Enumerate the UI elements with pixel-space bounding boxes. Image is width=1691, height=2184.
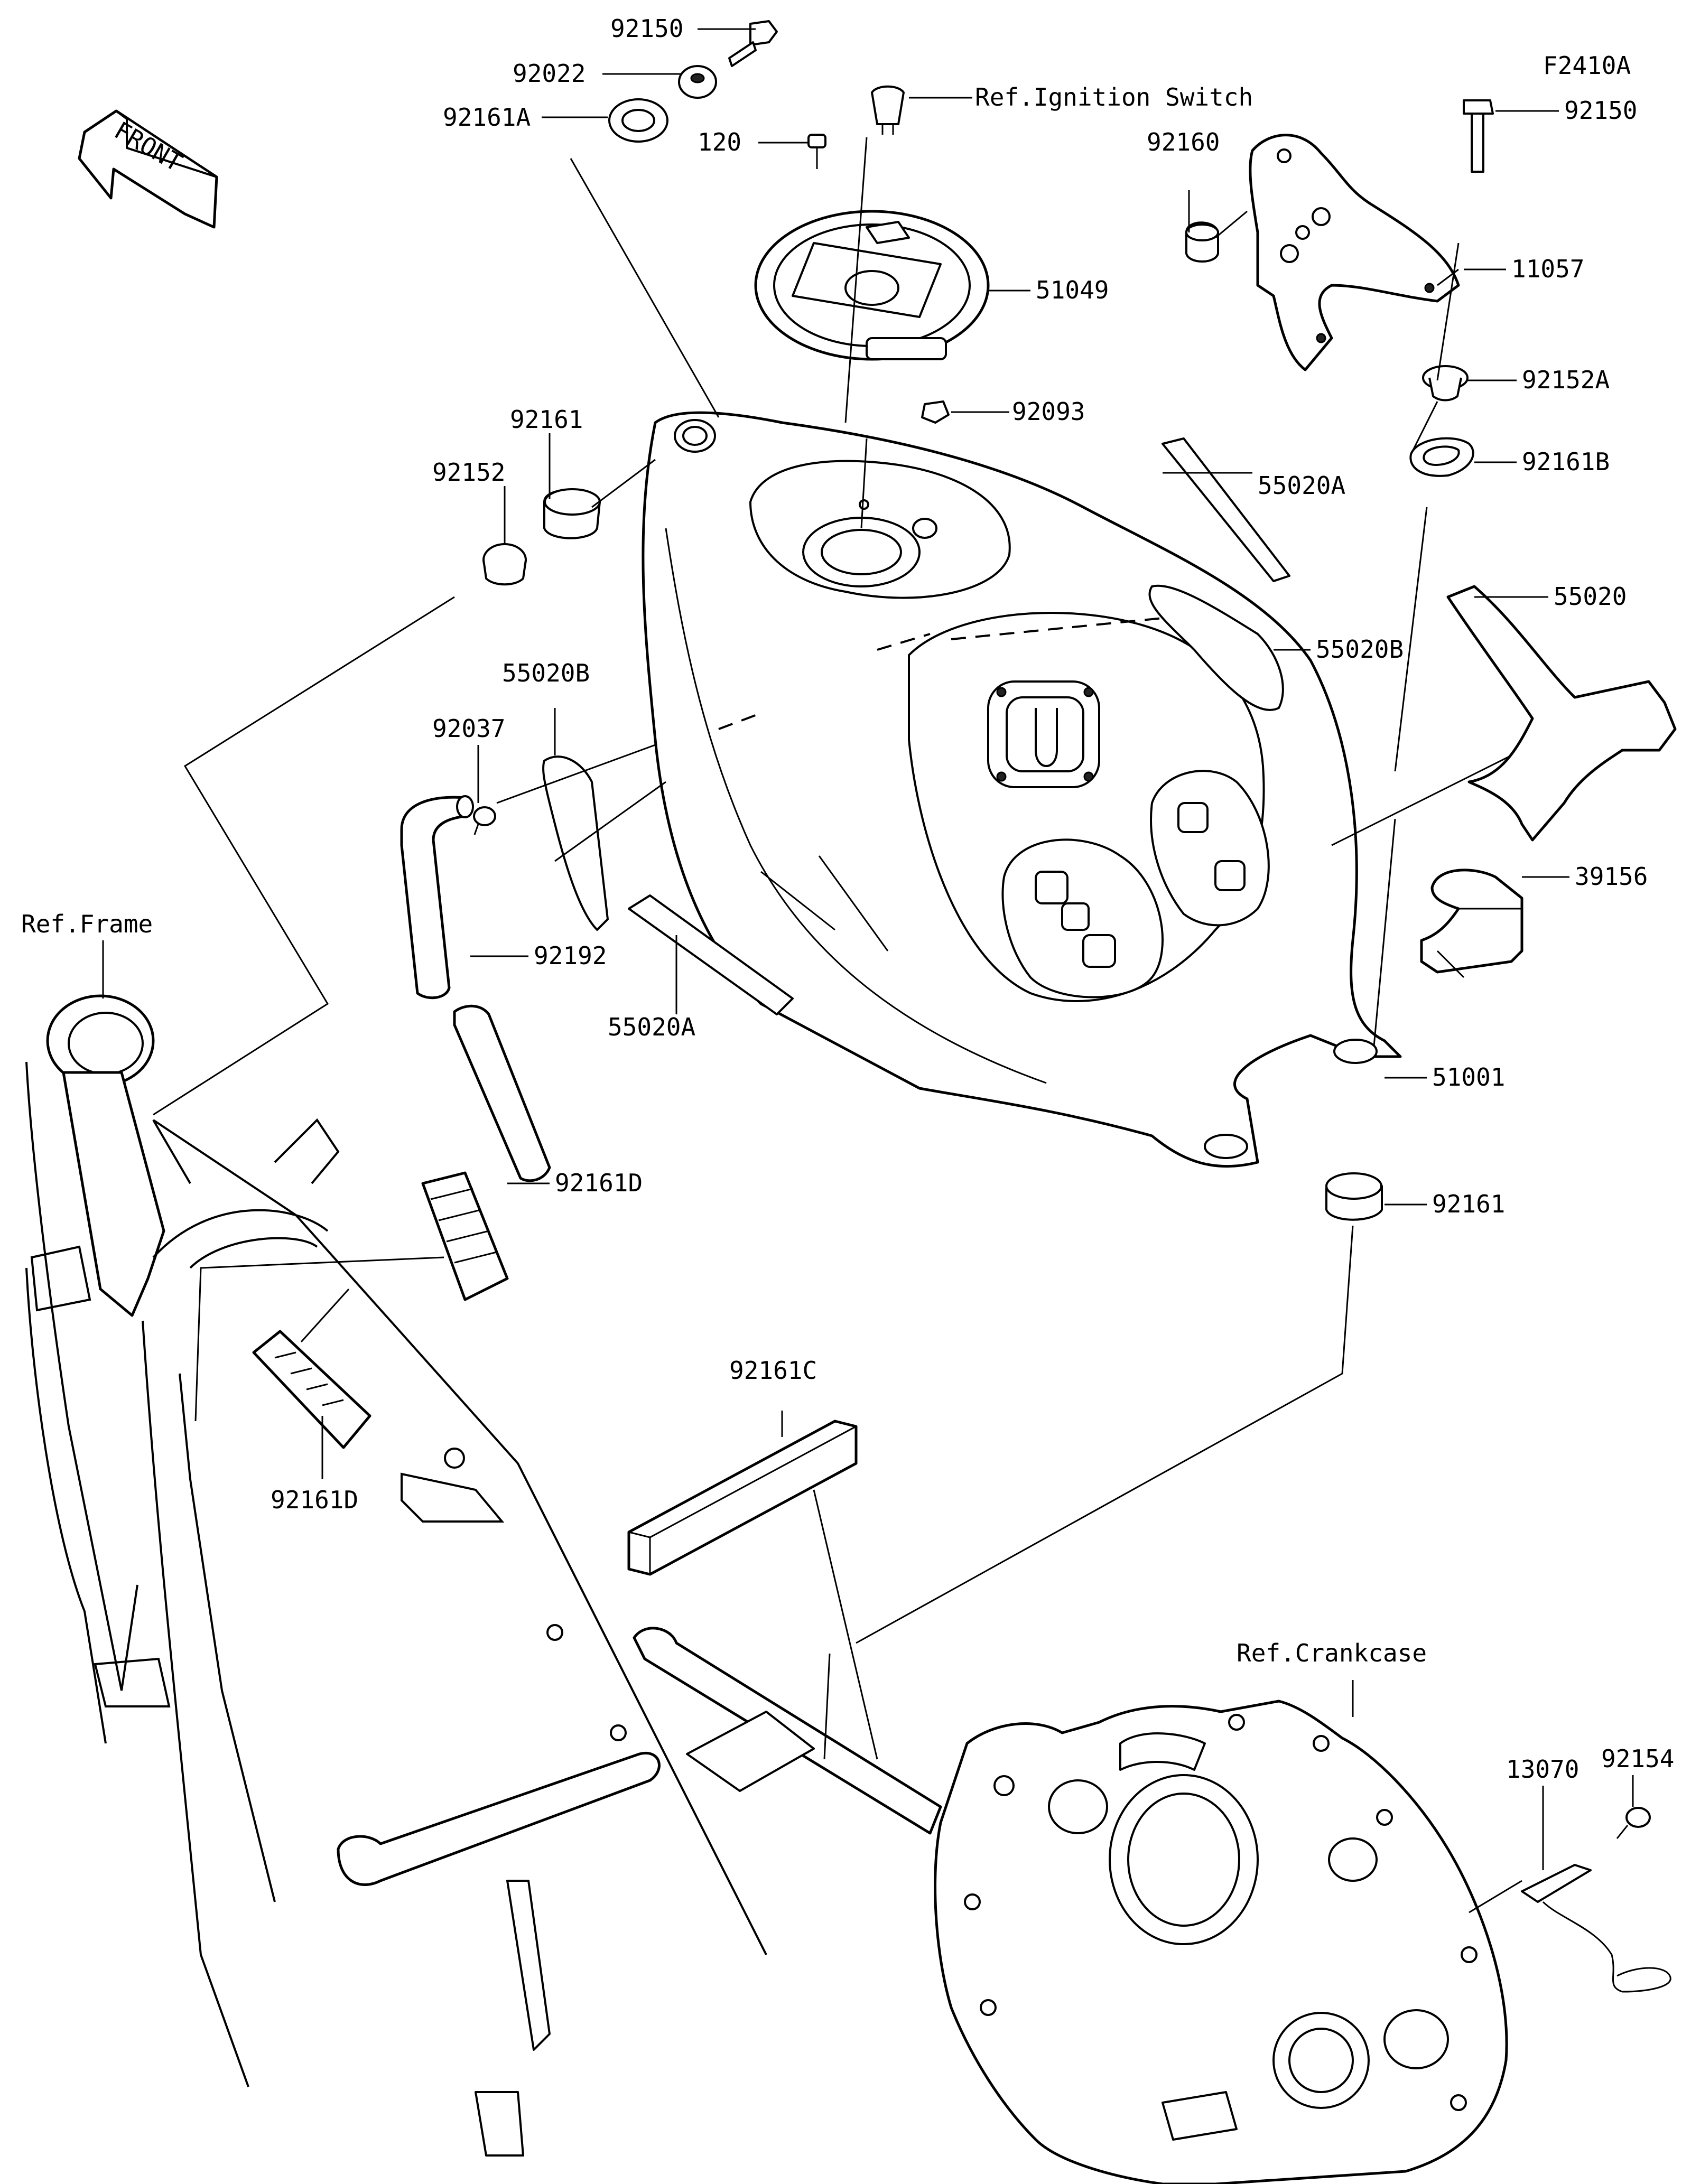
label-92161-right: 92161	[1432, 1190, 1505, 1218]
bolt-92150	[728, 20, 778, 67]
ignition-switch-lock	[871, 85, 905, 135]
screw-120	[807, 134, 826, 169]
fuel-cap-51049	[754, 210, 990, 361]
part-labels: 92150 92022 92161A 120 Ref.Ignition Swit…	[21, 14, 1674, 1784]
collar-92152	[482, 543, 527, 586]
label-92192: 92192	[534, 941, 607, 970]
leader-lines	[102, 28, 1634, 1914]
damper-92161B	[1409, 437, 1474, 477]
crankcase-ref	[934, 1700, 1508, 2184]
label-39156: 39156	[1575, 862, 1648, 891]
frame-ref	[25, 994, 942, 2157]
label-92150-top: 92150	[610, 14, 683, 43]
label-55020A-top: 55020A	[1258, 471, 1345, 500]
label-92154: 92154	[1601, 1744, 1674, 1773]
label-120: 120	[698, 128, 741, 156]
label-92161B: 92161B	[1522, 447, 1610, 476]
damper-92161-right	[1325, 1172, 1383, 1221]
damper-92161-left	[543, 488, 601, 539]
nut-92093	[921, 400, 950, 424]
collar-92152A	[1422, 365, 1469, 402]
label-92161A: 92161A	[443, 103, 531, 132]
bracket-13070	[1521, 1864, 1671, 1993]
label-55020: 55020	[1554, 582, 1627, 611]
damper-92161D-bottom	[252, 1330, 371, 1449]
label-11057: 11057	[1511, 255, 1584, 283]
clip-92037	[473, 806, 496, 835]
label-92161-left: 92161	[510, 405, 583, 434]
hose-92192	[400, 795, 551, 1182]
damper-92161D-top	[421, 1171, 509, 1301]
pad-55020A-top	[1162, 437, 1290, 582]
front-arrow-icon: FRONT	[78, 109, 218, 229]
bolt-92154	[1616, 1807, 1651, 1839]
label-92150-right: 92150	[1564, 96, 1637, 125]
collar-92160	[1185, 221, 1219, 263]
cover-55020	[1446, 585, 1677, 842]
bracket-11057	[1249, 134, 1460, 371]
label-92161C: 92161C	[729, 1356, 817, 1385]
label-ref-crankcase: Ref.Crankcase	[1237, 1639, 1427, 1667]
bolt-92150-right	[1463, 99, 1494, 173]
pad-55020B-right	[1148, 584, 1284, 711]
label-92022: 92022	[513, 59, 586, 88]
label-92093: 92093	[1012, 397, 1085, 426]
figure-code: F2410A	[1543, 51, 1631, 80]
label-55020A-bottom: 55020A	[608, 1013, 695, 1041]
label-51001: 51001	[1432, 1063, 1505, 1091]
damper-92161C	[627, 1420, 858, 1576]
pad-39156	[1420, 869, 1523, 974]
label-ref-ignition-switch: Ref.Ignition Switch	[975, 83, 1253, 111]
label-55020B-left: 55020B	[502, 659, 590, 687]
pad-55020A-bottom	[628, 894, 794, 1015]
damper-92161A	[608, 98, 668, 143]
label-92152: 92152	[432, 458, 505, 487]
label-55020B-right: 55020B	[1316, 635, 1404, 664]
label-ref-frame: Ref.Frame	[21, 910, 153, 938]
label-92161D-top: 92161D	[555, 1169, 643, 1197]
label-92037: 92037	[432, 714, 505, 743]
label-51049: 51049	[1036, 276, 1109, 304]
label-13070: 13070	[1506, 1755, 1579, 1784]
label-92160: 92160	[1147, 128, 1220, 156]
label-92161D-bottom: 92161D	[271, 1486, 358, 1514]
label-92152A: 92152A	[1522, 366, 1610, 394]
washer-92022	[678, 65, 717, 99]
fuel-tank-51001	[642, 411, 1402, 1168]
